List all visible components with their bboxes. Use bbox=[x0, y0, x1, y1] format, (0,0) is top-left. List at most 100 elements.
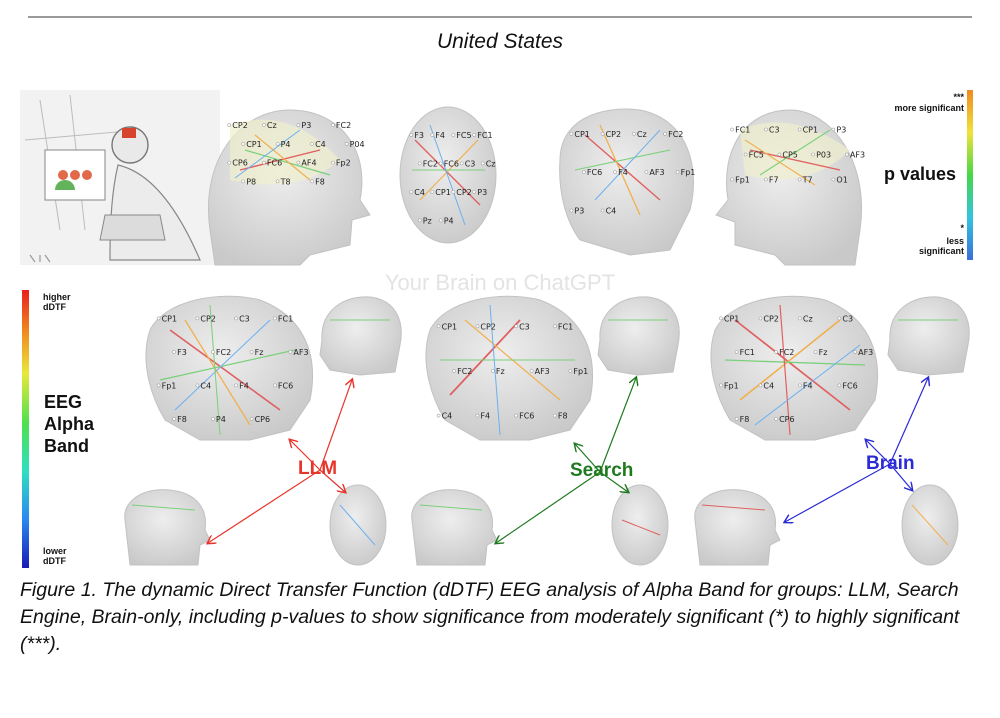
electrode-dot bbox=[211, 350, 215, 354]
electrode-dot bbox=[743, 152, 748, 157]
electrode-dot bbox=[331, 123, 335, 127]
electrode-dot bbox=[156, 383, 161, 388]
electrode-label: F3 bbox=[177, 348, 187, 357]
electrode-label: C3 bbox=[769, 126, 780, 135]
electrode-label: CP2 bbox=[606, 130, 622, 139]
electrode-dot bbox=[568, 369, 573, 373]
electrode-label: Fp2 bbox=[336, 159, 351, 168]
electrode-dot bbox=[600, 208, 605, 213]
group-label-brain: Brain bbox=[866, 453, 915, 474]
electrode-label: Fp1 bbox=[735, 176, 750, 185]
electrode-label: FC6 bbox=[278, 381, 293, 390]
head-top-mid bbox=[399, 106, 497, 244]
electrode-dot bbox=[514, 324, 518, 329]
electrode-dot bbox=[553, 413, 557, 418]
electrode-dot bbox=[734, 417, 739, 421]
electrode-label: CP2 bbox=[763, 314, 779, 323]
electrode-dot bbox=[553, 324, 557, 329]
electrode-label: T8 bbox=[280, 177, 291, 186]
electrode-label: C3 bbox=[239, 314, 250, 323]
p-value-bottom-label: less significant bbox=[918, 236, 964, 256]
electrode-label: F4 bbox=[239, 381, 249, 390]
electrode-label: P4 bbox=[281, 140, 291, 149]
electrode-label: Cz bbox=[803, 314, 813, 323]
electrode-label: C3 bbox=[842, 314, 853, 323]
electrode-label: CP1 bbox=[724, 314, 740, 323]
electrode-label: FC6 bbox=[519, 412, 534, 421]
electrode-dot bbox=[331, 160, 335, 165]
electrode-label: FC6 bbox=[587, 168, 602, 177]
electrode-dot bbox=[234, 316, 238, 321]
electrode-label: F8 bbox=[558, 412, 568, 421]
electrode-label: AF3 bbox=[535, 367, 550, 376]
electrode-label: C4 bbox=[606, 207, 617, 216]
electrode-label: C4 bbox=[315, 140, 326, 149]
electrode-label: Pz bbox=[423, 216, 432, 225]
electrode-label: T7 bbox=[802, 176, 813, 185]
electrode-label: Cz bbox=[637, 130, 647, 139]
electrode-dot bbox=[480, 161, 485, 166]
p-value-top-marker: *** bbox=[953, 92, 964, 102]
electrode-label: CP1 bbox=[442, 322, 458, 331]
electrode-label: FC1 bbox=[558, 322, 573, 331]
head-search-large bbox=[425, 295, 594, 441]
head-llm-small-top bbox=[329, 484, 387, 566]
electrode-label: C3 bbox=[465, 159, 476, 168]
electrode-dot bbox=[774, 417, 778, 421]
top-rule bbox=[28, 16, 972, 18]
watermark: Your Brain on ChatGPT bbox=[384, 270, 616, 295]
electrode-dot bbox=[275, 179, 280, 184]
electrode-dot bbox=[172, 417, 176, 421]
electrode-dot bbox=[211, 417, 215, 421]
electrode-label: AF4 bbox=[301, 159, 316, 168]
electrode-dot bbox=[719, 383, 723, 388]
electrode-label: F7 bbox=[769, 176, 779, 185]
electrode-dot bbox=[262, 123, 266, 127]
electrode-label: CP2 bbox=[200, 314, 216, 323]
electrode-label: P4 bbox=[444, 216, 454, 225]
electrode-dot bbox=[758, 316, 763, 321]
search-arrows bbox=[496, 378, 636, 543]
electrode-dot bbox=[798, 316, 802, 321]
electrode-dot bbox=[764, 177, 768, 182]
electrode-label: Fp1 bbox=[162, 381, 177, 390]
electrode-label: CP2 bbox=[232, 121, 248, 130]
electrode-label: CP6 bbox=[779, 415, 795, 424]
electrode-dot bbox=[249, 417, 254, 421]
electrode-label: AF3 bbox=[850, 151, 865, 160]
electrode-dot bbox=[249, 350, 254, 354]
electrode-dot bbox=[273, 316, 277, 321]
electrode-label: AF3 bbox=[858, 348, 873, 357]
electrode-dot bbox=[811, 152, 815, 157]
electrode-dot bbox=[227, 123, 232, 127]
electrode-dot bbox=[273, 383, 277, 388]
electrode-dot bbox=[195, 316, 200, 321]
electrode-dot bbox=[436, 413, 441, 418]
electrode-dot bbox=[797, 177, 802, 182]
electrode-dot bbox=[475, 413, 480, 418]
electrode-label: F4 bbox=[480, 412, 490, 421]
electrode-dot bbox=[310, 142, 314, 146]
p-value-bottom-marker: * bbox=[960, 223, 964, 233]
electrode-dot bbox=[156, 316, 161, 321]
electrode-dot bbox=[777, 152, 782, 157]
electrode-label: CP2 bbox=[480, 322, 496, 331]
electrode-label: O1 bbox=[836, 176, 847, 185]
electrode-label: Fp1 bbox=[681, 168, 696, 177]
brain-arrows bbox=[785, 378, 928, 522]
electrode-dot bbox=[288, 350, 293, 354]
electrode-dot bbox=[451, 190, 456, 194]
head-top-right-a bbox=[559, 108, 694, 256]
electrode-dot bbox=[296, 160, 301, 165]
electrode-dot bbox=[663, 131, 667, 136]
dtf-title-line-2: Alpha bbox=[44, 414, 95, 434]
electrode-dot bbox=[430, 133, 435, 137]
electrode-dot bbox=[275, 142, 280, 146]
electrode-dot bbox=[569, 208, 574, 213]
head-brain-small-top bbox=[901, 484, 959, 566]
head-llm-large bbox=[145, 295, 314, 441]
electrode-dot bbox=[475, 324, 480, 329]
electrode-dot bbox=[227, 160, 232, 165]
electrode-dot bbox=[837, 383, 842, 388]
